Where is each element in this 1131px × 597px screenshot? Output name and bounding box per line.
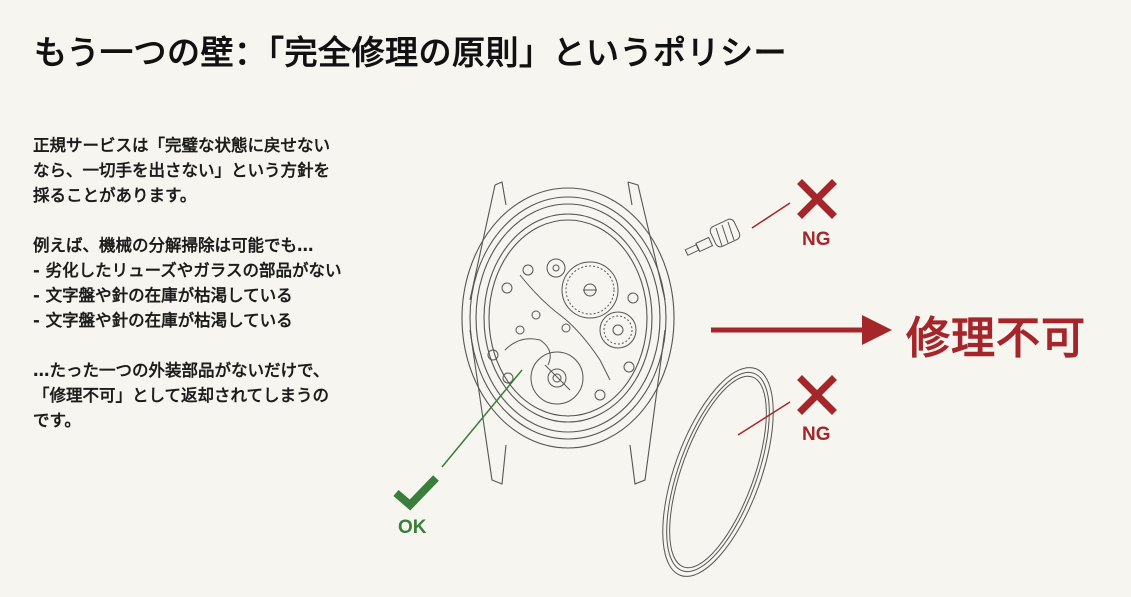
intro-line-1: 正規サービスは「完璧な状態に戻せない bbox=[33, 136, 330, 155]
movement-leader-line bbox=[441, 369, 523, 468]
bullet-item: - 文字盤や針の在庫が枯渇している bbox=[33, 286, 293, 305]
movement-ok-label: OK bbox=[398, 517, 427, 538]
movement-icon bbox=[487, 258, 639, 405]
watch-case-icon bbox=[461, 181, 675, 485]
explanation-text: 正規サービスは「完璧な状態に戻せない なら、一切手を出さない」という方針を 採る… bbox=[33, 133, 413, 433]
intro-line-3: 採ることがあります。 bbox=[33, 186, 197, 205]
bullet-item: - 文字盤や針の在庫が枯渇している bbox=[33, 311, 293, 330]
check-icon bbox=[393, 475, 439, 511]
example-lead: 例えば、機械の分解掃除は可能でも… bbox=[33, 236, 314, 255]
arrow-right-icon bbox=[862, 315, 892, 345]
bullet-item: - 劣化したリューズやガラスの部品がない bbox=[33, 261, 342, 280]
conclusion-line-1: …たった一つの外装部品がないだけで、 bbox=[33, 361, 330, 380]
crown-ng-label: NG bbox=[802, 229, 831, 250]
conclusion-line-3: です。 bbox=[33, 411, 81, 430]
crystal-ng-label: NG bbox=[802, 424, 831, 445]
cross-icon bbox=[797, 375, 837, 415]
crown-icon bbox=[684, 218, 741, 256]
result-label: 修理不可 bbox=[906, 313, 1086, 364]
crystal-leader-line bbox=[737, 401, 791, 436]
page-title: もう一つの壁：「完全修理の原則」というポリシー bbox=[34, 33, 788, 72]
intro-line-2: なら、一切手を出さない」という方針を bbox=[33, 161, 330, 180]
crystal-ring-icon bbox=[662, 367, 774, 577]
conclusion-line-2: 「修理不可」として返却されてしまうの bbox=[33, 386, 330, 405]
crown-leader-line bbox=[751, 202, 791, 229]
cross-icon bbox=[797, 179, 837, 219]
